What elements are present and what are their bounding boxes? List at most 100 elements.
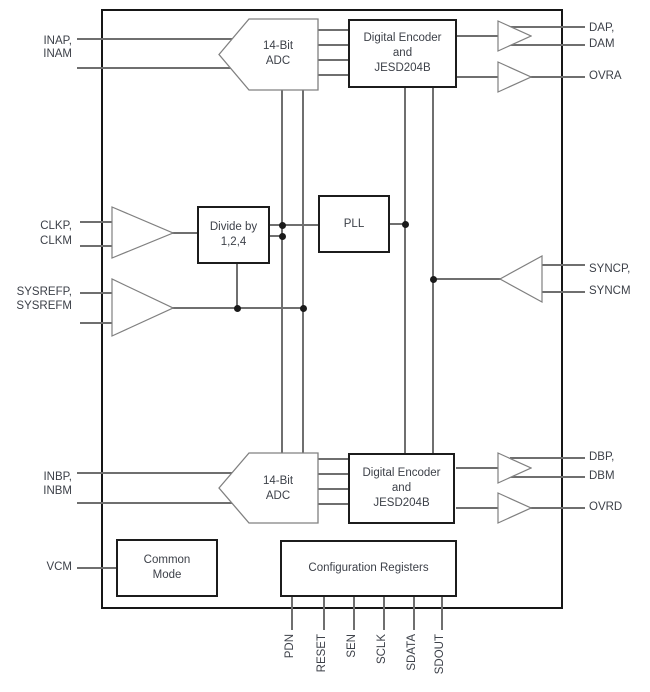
pin-label-inam: INAM <box>43 48 72 60</box>
connector-line <box>77 38 233 40</box>
connector-line <box>389 223 407 225</box>
pll-label: PLL <box>343 217 365 230</box>
connector-line <box>542 291 585 293</box>
ovrd-output-buffer-icon <box>497 492 532 524</box>
connector-line <box>80 292 112 294</box>
encoder-a-label-line2: and <box>392 47 413 59</box>
connector-line <box>316 473 350 475</box>
pin-label-sysrefp: SYSREFP, <box>16 286 72 298</box>
encoder-b-block: Digital Encoder and JESD204B <box>348 453 455 524</box>
junction-dot <box>402 221 409 228</box>
connector-line <box>281 88 283 456</box>
pin-label-sen: SEN <box>346 634 358 658</box>
adc-a-pentagon-icon <box>218 18 319 91</box>
connector-line <box>80 322 112 324</box>
config-registers-block: Configuration Registers <box>280 540 457 597</box>
pin-label-dam: DAM <box>589 38 615 50</box>
pin-label-sdout: SDOUT <box>434 634 446 675</box>
adc-a-label-line2: ADC <box>265 55 291 67</box>
connector-line <box>432 278 501 280</box>
connector-line <box>316 458 350 460</box>
dbp-output-buffer-icon <box>497 452 532 484</box>
pin-label-syncp: SYNCP, <box>589 263 631 275</box>
junction-dot <box>234 305 241 312</box>
adc-b-label-line2: ADC <box>265 490 291 502</box>
connector-line <box>316 29 350 31</box>
encoder-a-label-line1: Digital Encoder <box>363 32 442 44</box>
connector-line <box>316 44 350 46</box>
connector-line <box>171 232 198 234</box>
pin-label-vcm: VCM <box>46 561 72 573</box>
connector-line <box>510 26 585 28</box>
encoder-a-label-line3: JESD204B <box>374 62 431 74</box>
connector-line <box>77 502 233 504</box>
sysref-input-buffer-icon <box>111 278 174 337</box>
connector-line <box>77 67 233 69</box>
connector-line <box>456 467 499 469</box>
pin-label-clkm: CLKM <box>40 235 72 247</box>
connector-line <box>236 263 238 309</box>
pin-label-reset: RESET <box>316 634 328 673</box>
pin-label-inbp: INBP, <box>43 471 72 483</box>
connector-line <box>77 567 117 569</box>
connector-line <box>302 88 304 456</box>
connector-line <box>456 507 499 509</box>
pin-label-sysrefm: SYSREFM <box>16 300 72 312</box>
encoder-b-label-line3: JESD204B <box>373 497 430 509</box>
junction-dot <box>279 222 286 229</box>
connector-line <box>404 86 406 456</box>
connector-line <box>510 476 585 478</box>
pin-label-inbm: INBM <box>43 485 72 497</box>
connector-line <box>316 488 350 490</box>
pin-label-dbm: DBM <box>589 470 615 482</box>
pin-label-syncm: SYNCM <box>589 285 631 297</box>
connector-line <box>316 59 350 61</box>
pin-label-dbp: DBP, <box>589 451 615 463</box>
encoder-b-label-line1: Digital Encoder <box>362 467 441 479</box>
divider-label-line2: 1,2,4 <box>220 236 247 248</box>
common-mode-label-line2: Mode <box>152 569 182 581</box>
pin-label-ovrd: OVRD <box>589 501 623 513</box>
pin-label-ovra: OVRA <box>589 70 622 82</box>
connector-line <box>456 76 499 78</box>
adc-a-block: 14-Bit ADC <box>238 39 318 69</box>
sync-input-buffer-icon <box>499 255 543 304</box>
connector-line <box>413 596 415 630</box>
connector-line <box>269 235 284 237</box>
common-mode-block: Common Mode <box>116 539 218 597</box>
connector-line <box>323 596 325 630</box>
adc-a-label-line1: 14-Bit <box>262 40 294 52</box>
encoder-b-label-line2: and <box>391 482 412 494</box>
encoder-a-block: Digital Encoder and JESD204B <box>348 19 457 88</box>
pin-label-sclk: SCLK <box>376 634 388 665</box>
adc-b-block: 14-Bit ADC <box>238 474 318 504</box>
connector-line <box>80 221 112 223</box>
connector-line <box>77 472 233 474</box>
connector-line <box>456 35 499 37</box>
junction-dot <box>279 233 286 240</box>
connector-line <box>510 44 585 46</box>
connector-line <box>441 596 443 630</box>
dap-output-buffer-icon <box>497 20 532 52</box>
pin-label-inap: INAP, <box>43 35 72 47</box>
adc-b-pentagon-icon <box>218 452 319 524</box>
connector-line <box>80 245 112 247</box>
pin-label-sdata: SDATA <box>406 634 418 671</box>
pin-label-dap: DAP, <box>589 22 615 34</box>
pin-label-clkp: CLKP, <box>40 220 72 232</box>
connector-line <box>432 86 434 456</box>
common-mode-label-line1: Common <box>143 554 191 566</box>
config-registers-label: Configuration Registers <box>308 562 429 574</box>
divider-label-line1: Divide by <box>209 221 258 233</box>
connector-line <box>530 507 585 509</box>
connector-line <box>383 596 385 630</box>
connector-line <box>316 503 350 505</box>
connector-line <box>530 76 585 78</box>
ovra-output-buffer-icon <box>497 61 532 93</box>
connector-line <box>353 596 355 630</box>
chip-outline <box>101 9 563 609</box>
junction-dot <box>300 305 307 312</box>
connector-line <box>291 596 293 630</box>
junction-dot <box>430 276 437 283</box>
